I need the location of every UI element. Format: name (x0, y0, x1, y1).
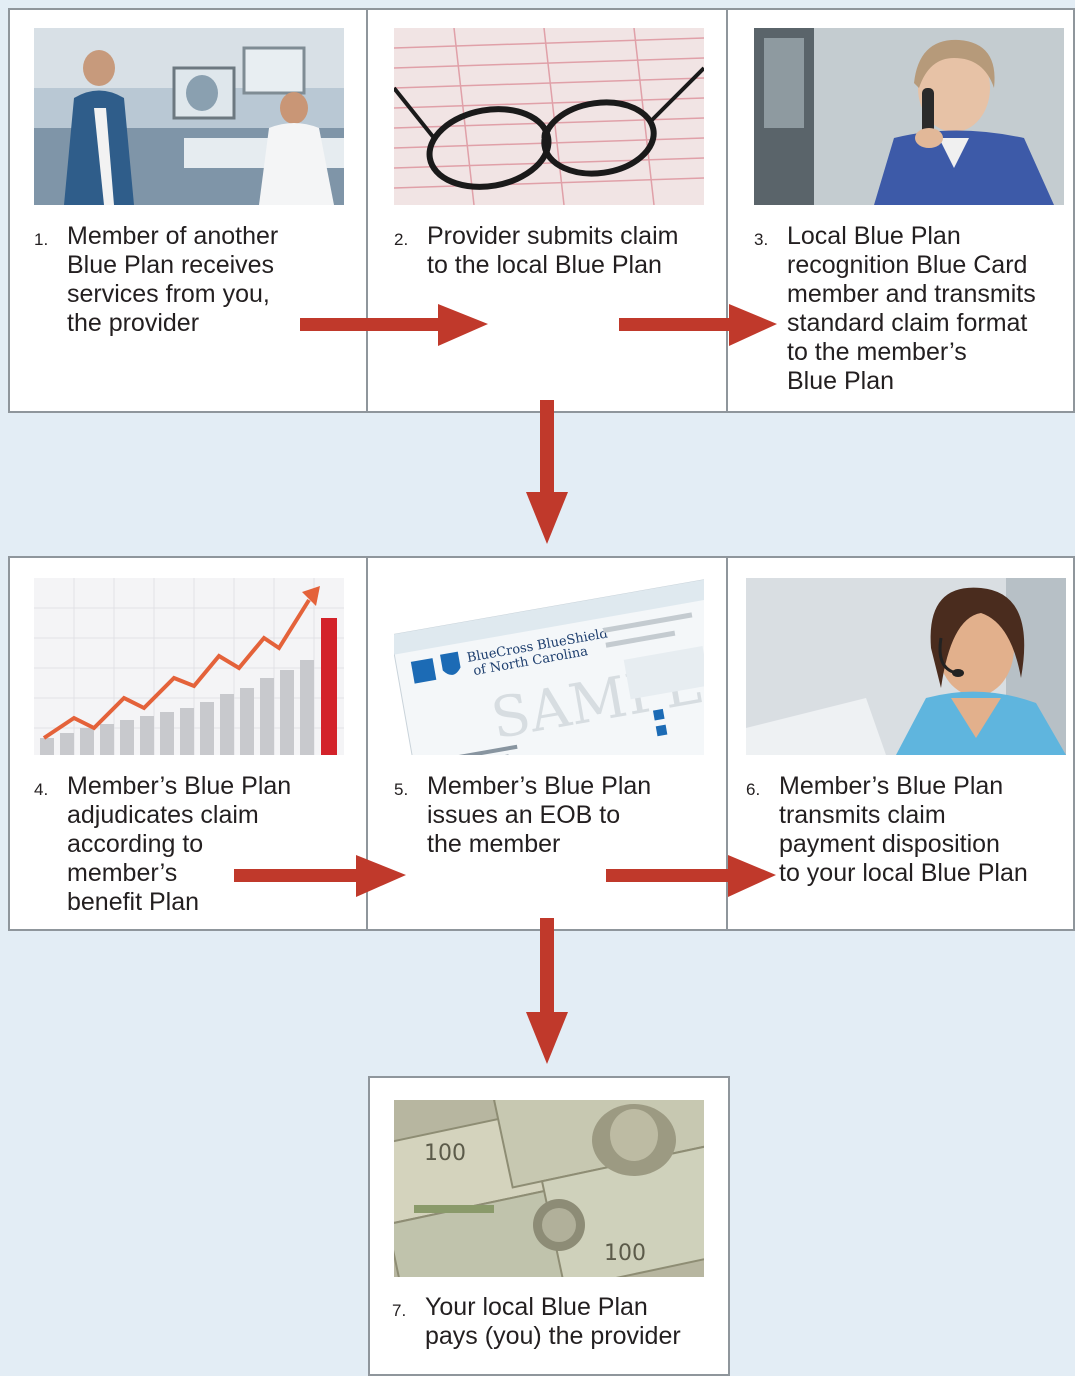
step-3-number: 3. (754, 230, 769, 249)
glasses-claim-form-photo (394, 28, 704, 205)
step-7-text: Your local Blue Plan pays (you) the prov… (425, 1293, 681, 1350)
arrow-step6-to-step7 (526, 918, 568, 1064)
arrow-step2-to-step3 (619, 304, 777, 346)
step-2-number: 2. (394, 230, 409, 249)
step-5-text: Member’s Blue Plan issues an EOB to the … (427, 772, 652, 858)
growth-chart-photo (34, 578, 344, 755)
money-bills-photo: 100 100 (394, 1100, 704, 1277)
step-1-text: Member of another Blue Plan receives ser… (67, 222, 279, 337)
step-6-number: 6. (746, 780, 761, 799)
eob-sample-photo: BlueCross BlueShield of North Carolina S… (394, 578, 704, 755)
call-center-agent-photo (746, 578, 1066, 755)
step-7: 7. Your local Blue Plan pays (you) the p… (392, 1293, 722, 1353)
svg-text:100: 100 (604, 1241, 646, 1266)
step-5: 5. Member’s Blue Plan issues an EOB to t… (394, 772, 714, 862)
arrow-step5-to-step6 (606, 855, 776, 897)
svg-text:100: 100 (424, 1141, 466, 1166)
step-6: 6. Member’s Blue Plan transmits claim pa… (746, 772, 1072, 892)
step-4: 4. Member’s Blue Plan adjudicates claim … (34, 772, 354, 922)
step-4-number: 4. (34, 780, 49, 799)
step-2: 2. Provider submits claim to the local B… (394, 222, 714, 282)
arrow-step1-to-step2 (300, 304, 488, 346)
step-3: 3. Local Blue Plan recognition Blue Card… (754, 222, 1072, 402)
hospital-imaging-photo (34, 28, 344, 205)
step-7-number: 7. (392, 1301, 407, 1320)
step-1: 1. Member of another Blue Plan receives … (34, 222, 354, 342)
step-1-number: 1. (34, 230, 49, 249)
step-2-text: Provider submits claim to the local Blue… (427, 222, 679, 279)
step-5-number: 5. (394, 780, 409, 799)
step-3-text: Local Blue Plan recognition Blue Card me… (787, 222, 1036, 395)
step-4-text: Member’s Blue Plan adjudicates claim acc… (67, 772, 292, 916)
arrow-step3-to-step4 (526, 400, 568, 544)
woman-on-phone-photo (754, 28, 1064, 205)
step-6-text: Member’s Blue Plan transmits claim payme… (779, 772, 1028, 887)
arrow-step4-to-step5 (234, 855, 406, 897)
